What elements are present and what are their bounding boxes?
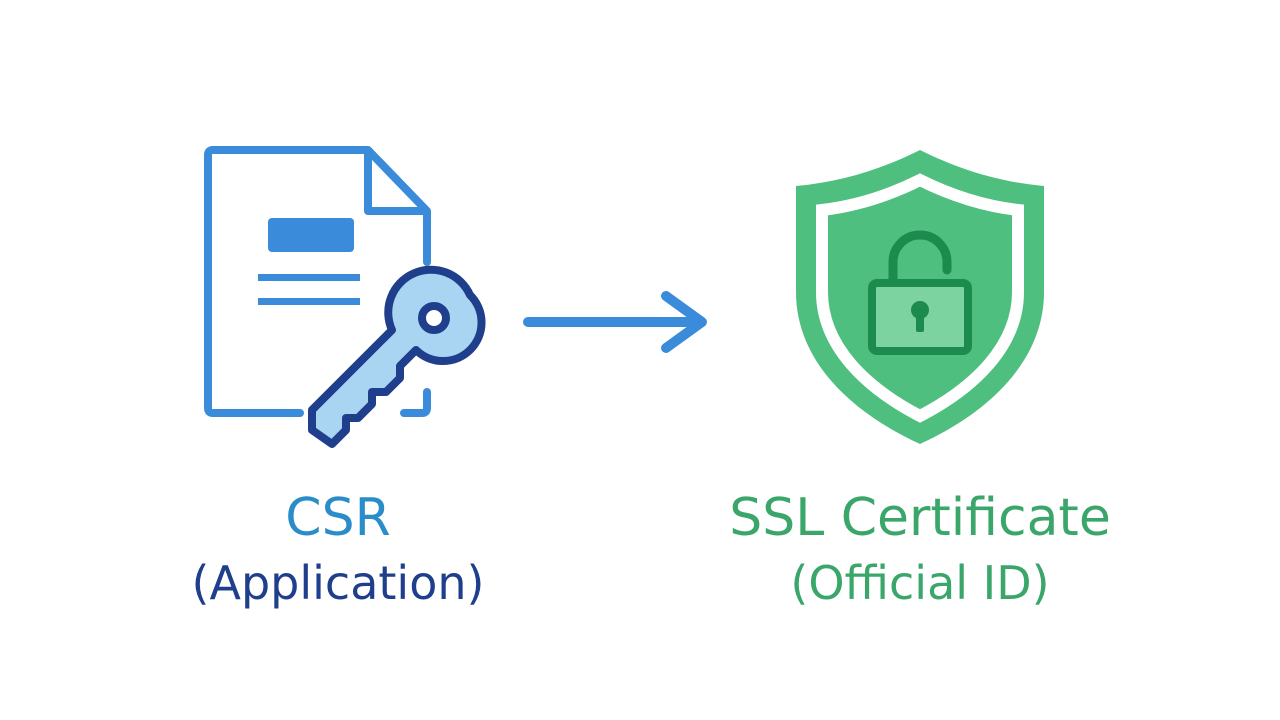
ssl-certificate-subtitle: (Official ID) [790, 556, 1050, 610]
padlock-icon [868, 230, 972, 355]
key-icon [308, 265, 486, 448]
shield-padlock-icon [796, 150, 1044, 444]
document-icon [204, 146, 431, 417]
right-arrow-icon [523, 291, 707, 353]
csr-title: CSR [285, 488, 391, 548]
csr-subtitle: (Application) [191, 556, 485, 610]
document-with-key-icon [204, 146, 486, 448]
ssl-certificate-title: SSL Certificate [729, 488, 1111, 548]
